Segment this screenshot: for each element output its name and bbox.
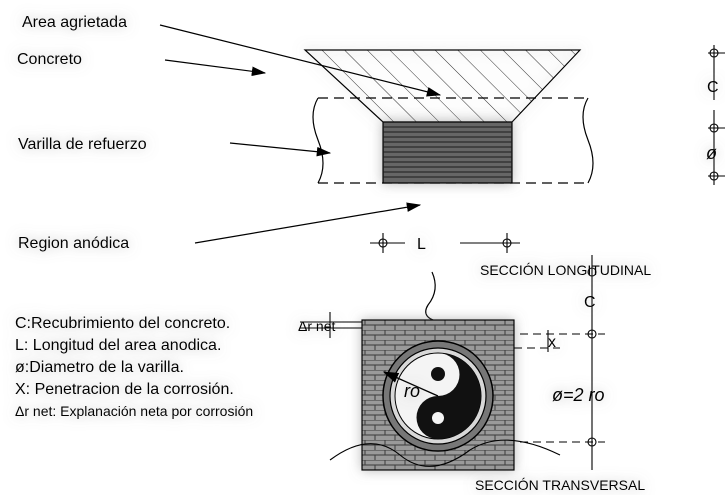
legend-item: L: Longitud del area anodica. (15, 337, 221, 354)
label-C-top: C (707, 79, 719, 96)
transverse-section (262, 255, 655, 471)
label-C-cross: C (584, 294, 596, 311)
label-phi-eq: ø=2 ro (552, 385, 605, 405)
anodic-region (382, 121, 513, 184)
legend-item: C:Recubrimiento del concreto. (15, 315, 230, 332)
label-seccion-transversal: SECCIÓN TRANSVERSAL (475, 477, 645, 493)
label-x: x (548, 334, 556, 351)
legend-item: X: Penetracion de la corrosión. (15, 381, 234, 398)
label-varilla: Varilla de refuerzo (18, 136, 147, 153)
label-region-anodica: Region anódica (18, 235, 129, 252)
label-ro: ro (404, 381, 420, 401)
dimension-L (370, 233, 520, 253)
cracked-area (303, 49, 582, 123)
longitudinal-section (159, 24, 725, 253)
label-phi-top: ø (706, 143, 717, 163)
legend-item: ø:Diametro de la varilla. (15, 359, 184, 376)
label-area-agrietada: Area agrietada (22, 14, 127, 31)
label-L: L (417, 236, 426, 253)
label-concreto: Concreto (17, 51, 82, 68)
legend-item: Δr net: Explanación neta por corrosión (15, 403, 253, 419)
label-dr-net: Δr net (298, 318, 335, 334)
label-seccion-longitudinal: SECCIÓN LONGITUDINAL (480, 262, 651, 278)
